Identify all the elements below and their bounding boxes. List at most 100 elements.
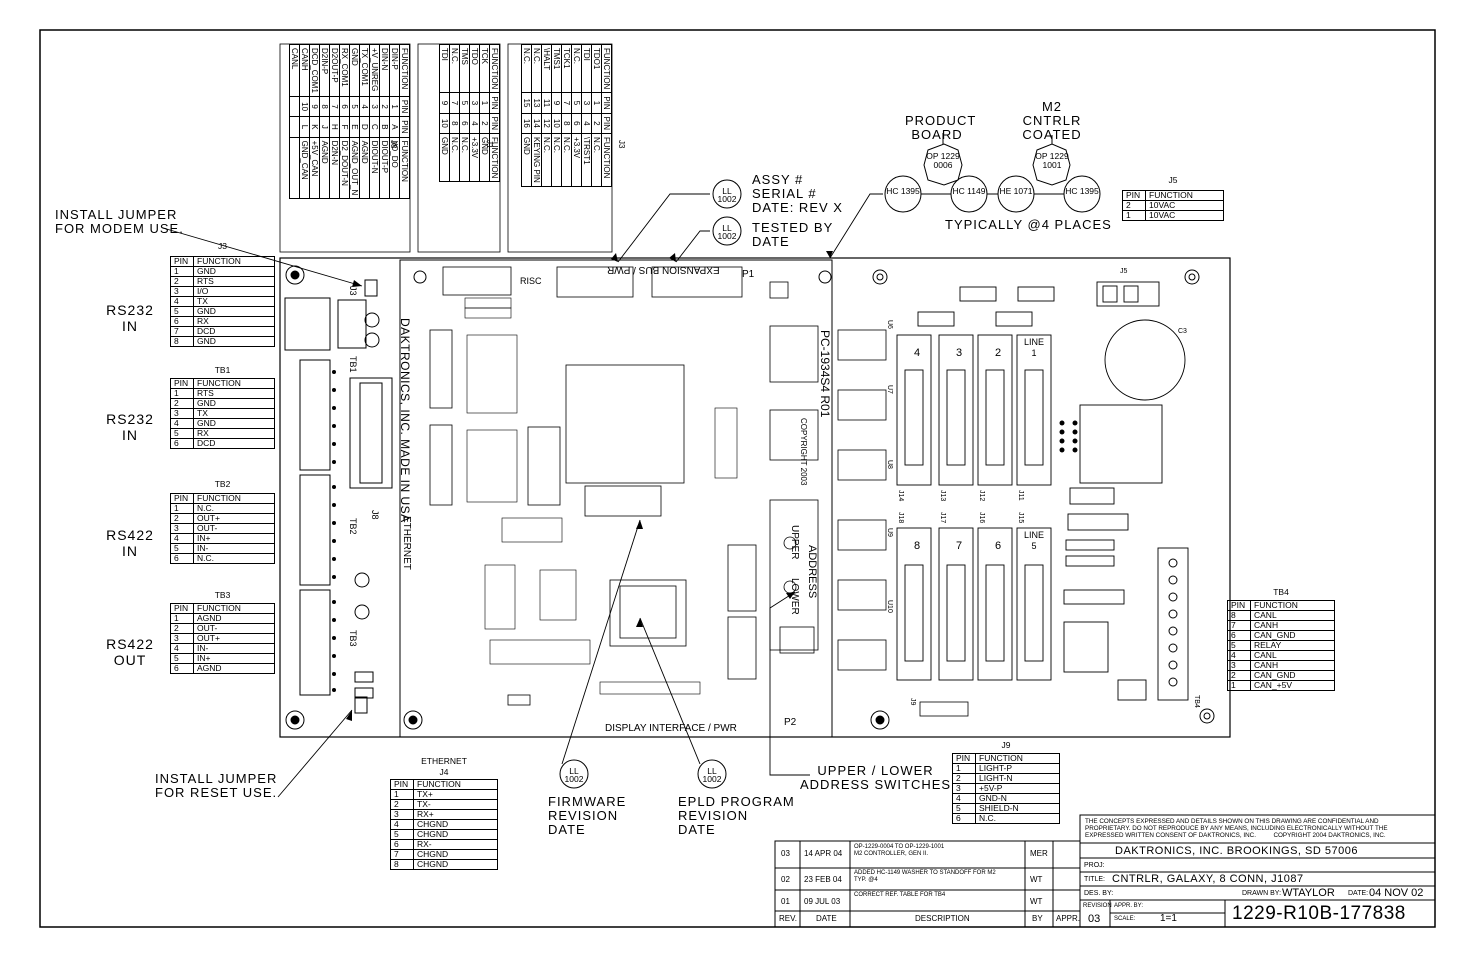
table-cell: LIGHT-N — [975, 773, 1060, 784]
board-ethernet: ETHERNET — [401, 516, 412, 570]
table-cell: FUNCTION — [193, 256, 275, 267]
stamp-hc1395-left: HC 1395 — [886, 186, 920, 196]
table-cell: CAN_+5V — [1250, 680, 1335, 691]
table-cell: 5 — [390, 829, 414, 840]
table-cell: GND-N — [975, 793, 1060, 804]
table-j4-title: ETHERNET J4 — [421, 756, 467, 777]
table-cell: 8 — [390, 859, 414, 870]
table-cell: PIN — [170, 603, 194, 614]
table-cell: 12 — [541, 113, 552, 134]
ref-tb1: TB1 — [348, 356, 358, 373]
table-cell: 2 — [591, 113, 602, 134]
table-cell: 6 — [571, 113, 582, 134]
table-cell: CANH — [299, 44, 310, 97]
stamp-he1071: HE 1071 — [999, 186, 1033, 196]
rev-head-date: DATE — [816, 914, 837, 923]
table-j3-title: J3 — [218, 241, 227, 251]
table-cell: 1 — [390, 789, 414, 800]
table-cell: GND — [193, 336, 275, 347]
table-cell: D — [359, 116, 370, 138]
board-p1: P1 — [742, 269, 755, 280]
ref-tb3: TB3 — [348, 630, 358, 647]
table-cell: 3 — [170, 408, 194, 419]
table-cell: PIN — [170, 378, 194, 389]
table-cell — [289, 116, 300, 138]
table-cell: DCD — [193, 438, 275, 449]
ref-j9: J9 — [909, 698, 916, 706]
table-cell: L — [299, 116, 310, 138]
title-date-label: DATE: — [1348, 890, 1369, 897]
note-epld: EPLD PROGRAM REVISION DATE — [678, 794, 795, 837]
table-cell: CHGND — [413, 849, 498, 860]
ref-j3: J3 — [348, 286, 358, 296]
table-cell: 6 — [952, 813, 976, 824]
note-jumper-modem: INSTALL JUMPER FOR MODEM USE. — [55, 207, 184, 236]
table-j1-title: J1 — [485, 140, 494, 149]
leader-lines — [162, 193, 883, 798]
board-pcb-number: PC-1934S4 R01 — [818, 330, 832, 418]
table-cell: E — [349, 116, 360, 138]
stamp-hc1395-right: HC 1395 — [1065, 186, 1099, 196]
table-cell: 4 — [390, 819, 414, 830]
table-cell: 15 — [521, 92, 532, 114]
title-drawing-number: 1229-R10B-177838 — [1232, 903, 1406, 924]
table-cell: 4 — [170, 533, 194, 544]
table-cell: AGND_OUT_N — [349, 137, 360, 199]
table-cell: 13 — [531, 92, 542, 114]
table-row: CANL — [289, 44, 300, 199]
ref-j5: J5 — [1120, 268, 1128, 275]
table-cell: 5 — [170, 428, 194, 439]
revision-date: 09 JUL 03 — [804, 897, 841, 906]
title-company: DAKTRONICS, INC. BROOKINGS, SD 57006 — [1115, 845, 1358, 857]
title-revision-label: REVISION — [1083, 903, 1112, 909]
table-cell: KEYING PIN — [531, 133, 542, 187]
table-cell: PIN — [601, 113, 612, 134]
table-cell: TX — [193, 296, 275, 307]
table-cell: 3 — [170, 633, 194, 644]
table-cell: 8 — [449, 113, 460, 134]
title-drawn-by: WTAYLOR — [1282, 887, 1335, 899]
note-product-board: PRODUCT BOARD — [905, 113, 977, 142]
rev-head-rev: REV. — [779, 914, 797, 923]
mounting-holes — [285, 265, 1215, 730]
table-cell: CANL — [1250, 610, 1335, 621]
table-cell: GND_CAN — [299, 137, 310, 199]
table-cell: 7 — [561, 92, 572, 114]
table-cell: TMS1 — [551, 44, 562, 93]
table-cell: CANL — [1250, 650, 1335, 661]
terminal-screws — [332, 370, 336, 692]
table-cell: 2 — [1227, 670, 1251, 681]
ref-u10: U10 — [886, 600, 893, 613]
table-cell: 1 — [1227, 680, 1251, 691]
revision-by: WT — [1030, 875, 1043, 884]
board-display-interface: DISPLAY INTERFACE / PWR — [605, 723, 737, 734]
table-cell: 3 — [170, 523, 194, 534]
ref-u6: U6 — [886, 320, 893, 329]
table-cell: TCK — [479, 44, 490, 93]
table-cell: PIN — [399, 116, 410, 138]
table-cell: F — [339, 116, 350, 138]
table-cell: 10 — [299, 96, 310, 117]
table-cell: 4 — [170, 418, 194, 429]
